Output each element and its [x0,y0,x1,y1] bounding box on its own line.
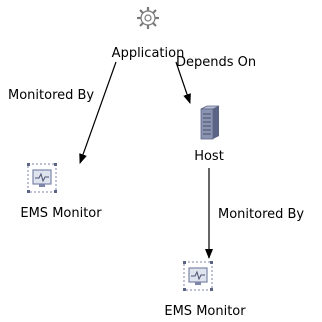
gear-icon [137,7,159,29]
node-ems-monitor-bottom[interactable]: EMS Monitor [164,261,246,319]
node-label-host: Host [194,149,224,164]
node-ems-monitor-left[interactable]: EMS Monitor [20,163,102,221]
node-host[interactable]: Host [194,105,224,164]
node-label-ems-monitor-bottom: EMS Monitor [164,304,246,319]
node-application[interactable]: Application [112,7,185,61]
edge-label-app-monitored-by: Monitored By [8,88,94,103]
edge-app-depends-on[interactable] [175,61,191,104]
edge-label-host-monitored-by: Monitored By [218,207,304,222]
ems-monitor-icon [183,261,213,291]
edge-label-app-depends-on: Depends On [176,55,256,70]
ems-monitor-icon [27,163,57,193]
edge-app-monitored-by[interactable] [79,61,117,164]
server-icon [200,105,220,140]
node-label-ems-monitor-left: EMS Monitor [20,206,102,221]
node-label-application: Application [112,46,185,61]
